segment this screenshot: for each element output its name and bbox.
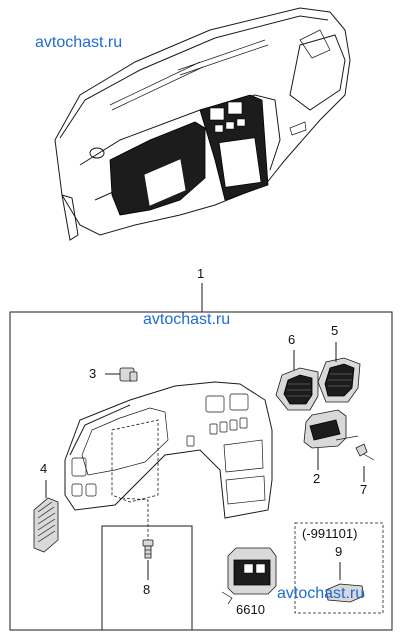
center-vent-6	[275, 350, 319, 411]
detail-box-9	[294, 522, 384, 614]
watermark-bottom: avtochast.ru	[277, 585, 364, 602]
screw-7	[355, 443, 375, 482]
watermark-top: avtochast.ru	[35, 34, 122, 51]
callout-2: 2	[313, 471, 320, 486]
callout-8: 8	[143, 582, 150, 597]
callout-6610: 6610	[236, 602, 265, 617]
assembly-frame	[9, 283, 393, 631]
right-vent-5	[317, 342, 361, 403]
switch-block-6610	[221, 547, 277, 605]
callout-9: 9	[335, 544, 342, 559]
callout-6: 6	[288, 332, 295, 347]
bolt-8	[142, 539, 154, 580]
clip-3	[105, 367, 138, 382]
switch-housing-2	[303, 409, 359, 470]
date-note: (-991101)	[302, 526, 357, 541]
callout-3: 3	[89, 366, 96, 381]
side-vent-4	[33, 480, 59, 553]
dashboard-panel	[64, 381, 273, 545]
watermark-middle: avtochast.ru	[143, 311, 230, 328]
dashboard-overview	[54, 7, 351, 241]
callout-1: 1	[197, 266, 204, 281]
callout-7: 7	[360, 482, 367, 497]
callout-5: 5	[331, 323, 338, 338]
callout-4: 4	[40, 461, 47, 476]
clip-9	[325, 562, 365, 603]
